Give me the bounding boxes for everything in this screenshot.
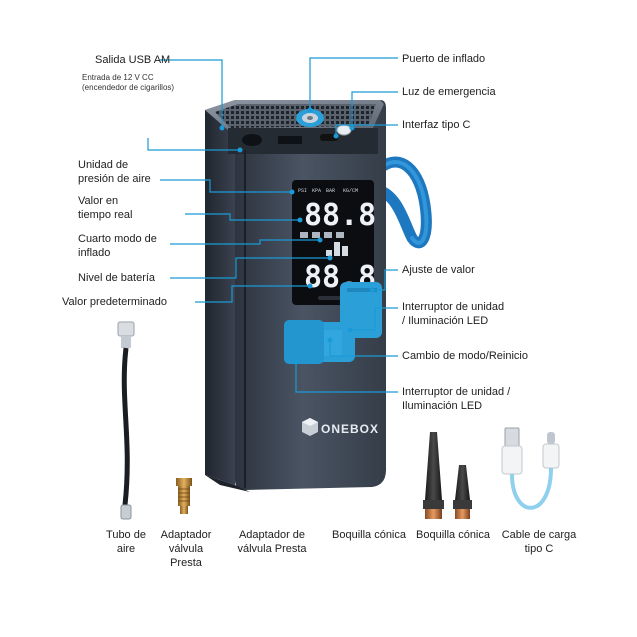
callout-lines — [147, 57, 398, 393]
presta-adapter-small — [176, 478, 192, 514]
label-pressure-unit-2: presión de aire — [78, 173, 151, 185]
label-value-adjust: Ajuste de valor — [402, 264, 475, 276]
label-cone-nozzle-2: Boquilla cónica — [416, 529, 490, 541]
label-emergency-light: Luz de emergencia — [402, 86, 496, 98]
display-top-value: 88.8 — [304, 198, 376, 233]
label-cable-1: Cable de carga — [501, 529, 577, 541]
label-presta-adapter-3: Presta — [170, 557, 202, 569]
label-cable-2: tipo C — [524, 543, 554, 555]
type-c-port — [320, 134, 338, 141]
label-inflate-port: Puerto de inflado — [402, 53, 486, 65]
label-type-c: Interfaz tipo C — [402, 119, 471, 131]
svg-text:KG/CM: KG/CM — [343, 188, 358, 194]
cone-nozzle-1 — [423, 432, 444, 519]
label-realtime-2: tiempo real — [78, 209, 133, 221]
label-hose-1: Tubo de — [106, 529, 146, 541]
emergency-light — [336, 124, 352, 136]
svg-text:BAR: BAR — [326, 188, 335, 194]
label-realtime-1: Valor en — [78, 195, 119, 207]
label-presta-adapter-b1: Adaptador de — [238, 529, 306, 541]
unit-switch-button — [284, 320, 324, 364]
label-unit-switch-2a: Interruptor de unidad / — [402, 386, 511, 398]
label-presta-adapter-1: Adaptador — [160, 529, 212, 541]
callout-dots — [219, 107, 375, 365]
dc-port — [242, 134, 262, 146]
label-battery: Nivel de batería — [78, 272, 156, 284]
brand-logo — [302, 418, 318, 436]
label-usb-out: Salida USB AM — [95, 54, 171, 66]
label-preset: Valor predeterminado — [62, 296, 167, 308]
type-c-cable — [501, 427, 560, 510]
cone-nozzle-2 — [453, 465, 472, 519]
label-presta-adapter-b2: válvula Presta — [237, 543, 307, 555]
label-pressure-unit-1: Unidad de — [78, 159, 129, 171]
label-mode4-1: Cuarto modo de — [78, 233, 157, 245]
label-mode4-2: inflado — [78, 247, 111, 259]
wrist-strap — [372, 156, 432, 249]
label-cone-nozzle-1: Boquilla cónica — [332, 529, 406, 541]
label-unit-switch-2b: Iluminación LED — [402, 400, 483, 412]
inflate-port — [296, 109, 324, 127]
label-12v-input: Entrada de 12 V CC — [82, 73, 154, 82]
air-hose — [117, 321, 135, 520]
svg-text:KPA: KPA — [312, 188, 321, 194]
label-12v-input-sub: (encendedor de cigarillos) — [82, 83, 175, 92]
label-mode-reset: Cambio de modo/Reinicio — [402, 350, 528, 362]
svg-text:PSI: PSI — [298, 188, 307, 194]
label-presta-adapter-2: válvula — [168, 543, 204, 555]
label-unit-switch-1b: / Iluminación LED — [402, 315, 489, 327]
usb-port — [278, 136, 302, 144]
label-unit-switch-1a: Interruptor de unidad — [402, 301, 505, 313]
brand-name: ONEBOX — [321, 422, 379, 436]
label-hose-2: aire — [116, 543, 136, 555]
